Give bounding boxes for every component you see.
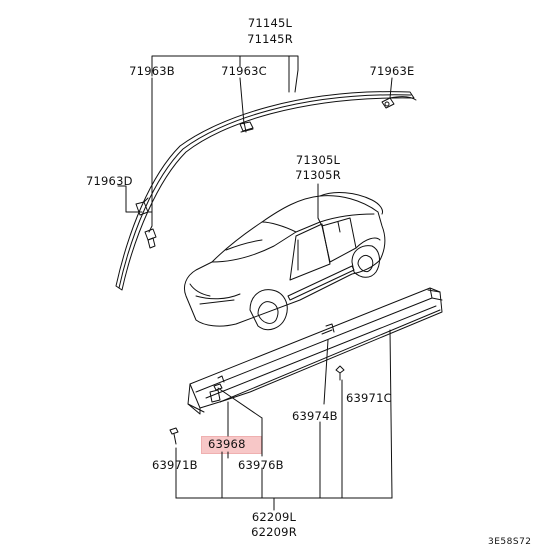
label-71305R: 71305R bbox=[295, 168, 341, 182]
screw-63971C bbox=[335, 365, 345, 499]
leader-71145 bbox=[151, 55, 299, 93]
label-63974B: 63974B bbox=[292, 409, 338, 423]
label-71963D: 71963D bbox=[86, 174, 133, 188]
side-sill-garnish bbox=[187, 287, 443, 415]
leader-63974B bbox=[319, 339, 329, 499]
clip-71963D bbox=[117, 185, 153, 216]
label-71145R: 71145R bbox=[247, 32, 293, 46]
label-63968: 63968 bbox=[208, 437, 246, 451]
leader-62209 bbox=[175, 329, 393, 511]
label-71963B: 71963B bbox=[129, 64, 175, 78]
label-71963C: 71963C bbox=[221, 64, 267, 78]
leader-71305 bbox=[317, 183, 323, 227]
diagram-code: 3E58S72 bbox=[488, 537, 532, 547]
label-71145L: 71145L bbox=[247, 16, 293, 30]
label-63971C: 63971C bbox=[346, 391, 392, 405]
clip-71963C bbox=[239, 77, 254, 133]
label-63971B: 63971B bbox=[152, 458, 198, 472]
label-63976B: 63976B bbox=[238, 458, 284, 472]
label-71963E: 71963E bbox=[369, 64, 415, 78]
leaders-63968-63976B bbox=[217, 387, 263, 499]
clip-71963E bbox=[381, 77, 417, 109]
roof-molding bbox=[115, 91, 415, 291]
label-71305L: 71305L bbox=[295, 153, 341, 167]
label-62209R: 62209R bbox=[251, 525, 297, 539]
label-62209L: 62209L bbox=[251, 510, 297, 524]
car-body bbox=[183, 192, 386, 331]
clip-71963B bbox=[144, 77, 157, 249]
